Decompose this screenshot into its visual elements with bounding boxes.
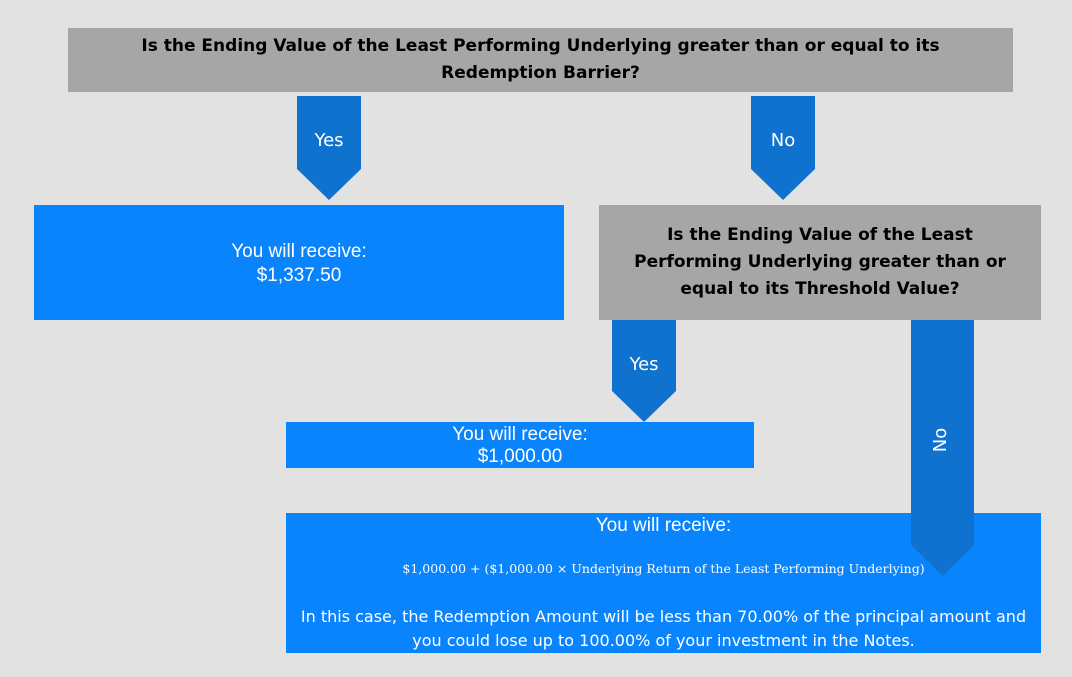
outcome-redemption: You will receive: $1,337.50 bbox=[34, 205, 564, 320]
question-threshold-value-text: Is the Ending Value of the Least Perform… bbox=[634, 225, 1006, 299]
arrow-q1-yes bbox=[297, 96, 361, 200]
arrow-q2-yes bbox=[612, 320, 676, 422]
outcome-principal-amount: $1,000.00 bbox=[477, 446, 563, 467]
question-redemption-barrier-text: Is the Ending Value of the Least Perform… bbox=[141, 36, 940, 83]
arrow-q2-no bbox=[911, 320, 974, 576]
outcome-principal-label: You will receive: bbox=[452, 424, 588, 445]
arrow-q1-no bbox=[751, 96, 815, 200]
outcome-loss: You will receive: $1,000.00 + ($1,000.00… bbox=[286, 513, 1041, 653]
outcome-loss-formula: $1,000.00 + ($1,000.00 × Underlying Retu… bbox=[402, 561, 925, 576]
arrow-q1-no-label: No bbox=[770, 130, 796, 151]
arrow-q2-no-label: No bbox=[930, 427, 951, 453]
outcome-loss-label: You will receive: bbox=[595, 515, 732, 536]
outcome-redemption-label: You will receive: bbox=[231, 241, 367, 262]
arrow-q1-yes-label: Yes bbox=[314, 130, 344, 151]
outcome-loss-note: In this case, the Redemption Amount will… bbox=[300, 607, 1027, 650]
question-redemption-barrier: Is the Ending Value of the Least Perform… bbox=[68, 28, 1013, 92]
arrow-q2-yes-label: Yes bbox=[629, 354, 659, 375]
outcome-principal: You will receive: $1,000.00 bbox=[286, 422, 754, 468]
outcome-redemption-amount: $1,337.50 bbox=[256, 265, 342, 286]
question-threshold-value: Is the Ending Value of the Least Perform… bbox=[599, 205, 1041, 320]
